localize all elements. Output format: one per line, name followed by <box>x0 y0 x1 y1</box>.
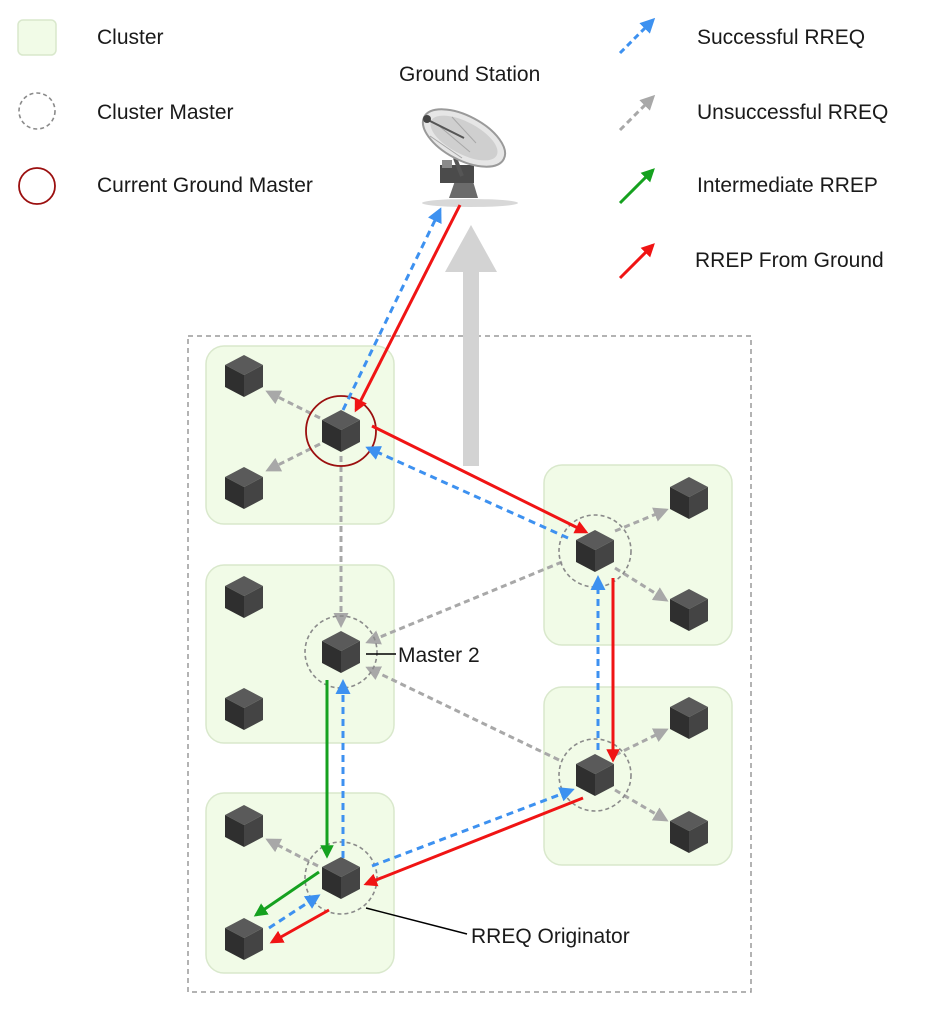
uplink-direction-arrow <box>445 225 497 466</box>
rreq-originator-label: RREQ Originator <box>471 925 630 948</box>
legend-cluster-label: Cluster <box>97 26 164 49</box>
legend-rrep-from-ground-label: RREP From Ground <box>695 249 884 272</box>
successful-rreq-arrows <box>268 207 606 930</box>
master-2-label: Master 2 <box>398 644 480 667</box>
rrep-from-ground-arrows <box>269 204 620 944</box>
legend-unsuccessful-rreq-label: Unsuccessful RREQ <box>697 101 888 124</box>
legend-successful-rreq-label: Successful RREQ <box>697 26 865 49</box>
ground-master-ring <box>305 395 377 467</box>
legend-ground-master-swatch <box>18 167 56 205</box>
intermediate-rrep-arrows <box>253 680 334 917</box>
legend-unsuccessful-rreq-arrow <box>618 94 656 132</box>
legend-ground-master-label: Current Ground Master <box>97 174 313 197</box>
legend-cluster-master-swatch <box>18 92 56 130</box>
legend-cluster-master-label: Cluster Master <box>97 101 234 124</box>
legend-cluster-swatch <box>17 19 57 56</box>
legend-intermediate-rrep-label: Intermediate RREP <box>697 174 878 197</box>
callouts: Master 2 RREQ Originator <box>365 644 630 948</box>
legend-successful-rreq-arrow <box>618 17 656 55</box>
legend-rrep-from-ground-arrow <box>618 243 655 280</box>
ground-station-label: Ground Station <box>399 63 540 86</box>
master-ring-bottom-right <box>558 738 632 812</box>
satellite-dish-icon <box>421 108 518 207</box>
legend-intermediate-rrep-arrow <box>618 168 655 205</box>
ground-station: Ground Station <box>399 63 540 207</box>
legend: Cluster Cluster Master Current Ground Ma… <box>17 17 888 280</box>
